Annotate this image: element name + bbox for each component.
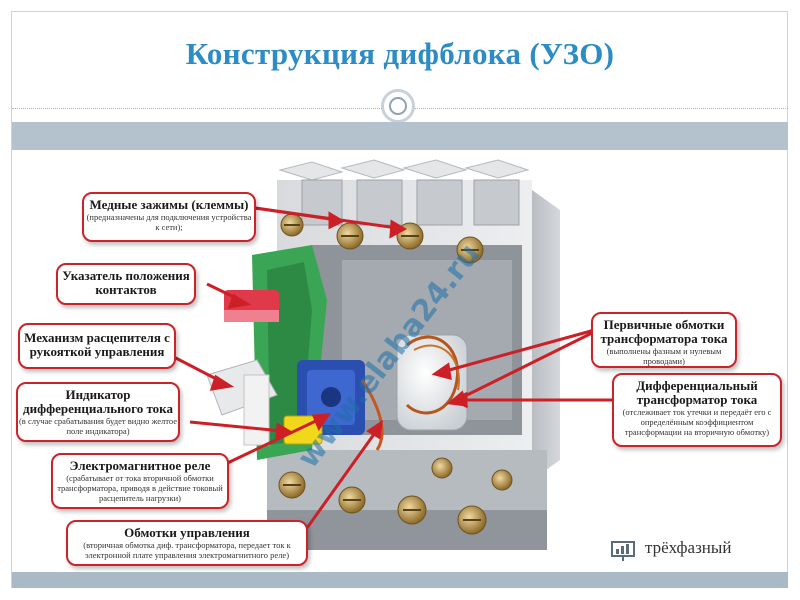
label-primary-windings: Первичные обмотки трансформатора тока (в… (591, 312, 737, 368)
slide-title: Конструкция дифблока (УЗО) (185, 36, 615, 71)
differential-transformer (360, 334, 468, 451)
label-electromagnetic-relay: Электромагнитное реле (срабатывает от то… (51, 453, 229, 509)
label-release-mechanism: Механизм расцепителя с рукояткой управле… (18, 323, 176, 369)
header-band (12, 122, 788, 150)
label-heading: Первичные обмотки трансформатора тока (600, 317, 728, 346)
presentation-icon (611, 541, 635, 561)
label-copper-terminals: Медные зажимы (клеммы) (предназначены дл… (82, 192, 256, 242)
label-note: (выполнены фазным и нулевым проводами) (606, 346, 722, 366)
divider-ring-ornament (381, 89, 415, 123)
label-heading: Обмотки управления (124, 525, 250, 540)
label-differential-transformer: Дифференциальный трансформатор тока (отс… (612, 373, 782, 447)
bottom-terminal-screws (278, 457, 513, 535)
label-differential-indicator: Индикатор дифференциального тока (в случ… (16, 382, 180, 442)
label-heading: Медные зажимы (клеммы) (89, 197, 249, 212)
label-heading: Механизм расцепителя с рукояткой управле… (24, 330, 170, 359)
footer-caption: трёхфазный (645, 538, 732, 557)
label-control-windings: Обмотки управления (вторичная обмотка ди… (66, 520, 308, 566)
label-note: (отслеживает ток утечки и передаёт его с… (622, 407, 772, 437)
label-note: (срабатывает от тока вторичной обмотки т… (57, 473, 223, 503)
label-heading: Электромагнитное реле (69, 458, 211, 473)
label-note: (вторичная обмотка диф. трансформатора, … (83, 540, 291, 560)
footer-band (12, 572, 788, 588)
label-note: (в случае срабатывания будет видно желто… (18, 416, 178, 436)
label-note: (предназначены для подключения устройств… (86, 212, 252, 232)
label-heading: Индикатор дифференциального тока (23, 387, 173, 416)
rcd-device-illustration: www.elaba24.ru (169, 159, 612, 550)
label-heading: Дифференциальный трансформатор тока (636, 378, 758, 407)
callout-arrows (169, 206, 612, 529)
label-heading: Указатель положения контактов (62, 268, 190, 297)
label-contact-position: Указатель положения контактов (56, 263, 196, 305)
